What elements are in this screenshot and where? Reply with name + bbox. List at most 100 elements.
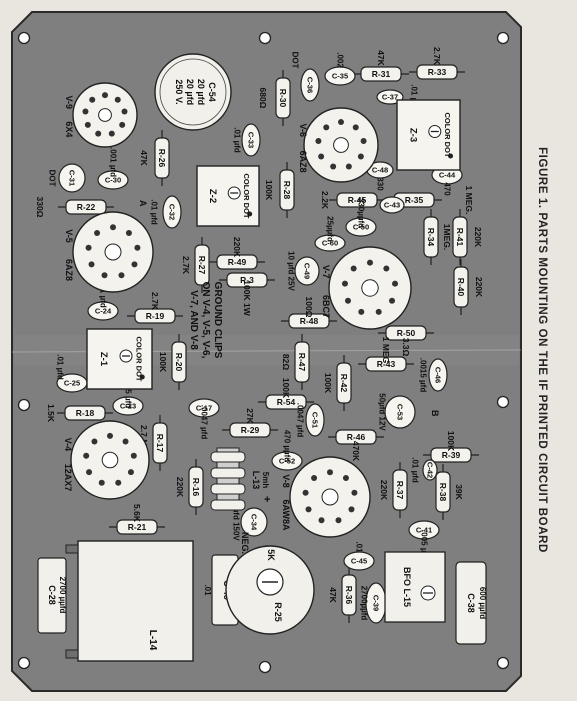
figure-caption: FIGURE 1. PARTS MOUNTING ON THE IF PRINT… <box>536 147 548 553</box>
resistor-name: R-34 <box>426 228 436 247</box>
tube-socket-v5: V-5 6AZ8 <box>64 211 154 293</box>
capacitor-c42: C-42.01 µfd <box>411 457 438 483</box>
capacitor-body <box>428 358 448 392</box>
capacitor-name: C-43 <box>384 201 400 210</box>
tube-pin <box>318 517 325 524</box>
resistor-name: R-27 <box>197 256 207 275</box>
capacitor-name: C-17 <box>196 404 212 413</box>
c54-name: C-54 <box>207 82 217 102</box>
tube-pin <box>392 280 399 287</box>
coil-l13: L-13 5mh <box>210 447 270 511</box>
mounting-hole <box>258 31 272 45</box>
capacitor-value: .01 <box>355 541 364 553</box>
capacitor-value: 330µµfd <box>357 198 366 228</box>
capacitor-c24: C-24.01 µfd <box>87 282 119 321</box>
resistor-value: 3.3Ω <box>401 338 411 357</box>
capacitor-value: 470 µµfd <box>283 430 292 462</box>
tube-pin <box>323 124 330 131</box>
capacitor-body <box>324 66 356 86</box>
tube-pin <box>82 108 89 115</box>
c28-value: .01 <box>203 584 212 596</box>
tube-pin <box>125 230 132 237</box>
resistor-body <box>226 272 268 288</box>
capacitor-value: .002 <box>336 52 345 68</box>
capacitor-value: .0015 µfd <box>419 358 428 393</box>
capacitor-value: .01 µfd <box>150 199 159 225</box>
resistor-body <box>416 64 458 80</box>
potentiometer-r25: R-25 5K <box>225 545 315 635</box>
coil-l15: BFO L-15 <box>384 551 446 623</box>
resistor-value: 2.2K <box>320 191 330 210</box>
resistor-value: 27K <box>245 408 255 424</box>
resistor-value: 2.7K <box>432 47 442 66</box>
c38-body <box>455 561 487 645</box>
resistor-name: R-3 <box>240 275 254 285</box>
c54-value-3: 250 V. <box>174 79 184 104</box>
resistor-name: R-19 <box>146 311 165 321</box>
transformer-can <box>86 328 153 390</box>
resistor-body <box>229 422 271 438</box>
color-dot-marker <box>139 374 145 380</box>
mounting-hole <box>258 660 272 674</box>
resistor-value: 47K <box>139 150 149 166</box>
tube-pin <box>98 479 105 486</box>
tube-center <box>101 451 119 469</box>
resistor-name: R-28 <box>282 181 292 200</box>
tube-pin <box>302 489 309 496</box>
tube-pin <box>119 121 126 128</box>
resistor-body <box>265 394 307 410</box>
capacitor-body <box>300 68 320 102</box>
tube-center <box>98 108 112 122</box>
r25-value: 5K <box>266 549 276 561</box>
tube-pin <box>91 438 98 445</box>
tube-pin <box>330 163 337 170</box>
capacitor-value: .005 µfd <box>420 530 429 560</box>
capacitor-value: .01 µfd <box>233 127 242 153</box>
tube-type: 6AZ8 <box>64 259 74 281</box>
capacitor-name: C-44 <box>439 171 456 180</box>
l13-label: L-13 <box>251 471 261 490</box>
resistor-name: R-22 <box>77 202 96 212</box>
tube-pin <box>115 479 122 486</box>
resistor-r43: R-431 MEG <box>358 337 414 372</box>
tube-pin <box>95 130 102 137</box>
tube-pin <box>341 280 348 287</box>
coil-l14: L-14 <box>65 540 194 662</box>
capacitor-body <box>314 234 346 252</box>
mounting-hole <box>496 656 510 670</box>
mounting-hole <box>17 31 31 45</box>
capacitor-body <box>294 256 320 286</box>
capacitor-value: .0047 µfd <box>296 403 305 438</box>
tube-name: V-8 <box>281 474 291 488</box>
ground-clips-line-2: ON V-4, V-5, V-6, <box>200 282 211 359</box>
resistor-body <box>336 362 352 404</box>
tube-pin <box>311 475 318 482</box>
tube-pin <box>383 265 390 272</box>
capacitor-value: .01 µfd <box>56 354 65 380</box>
resistor-name: R-16 <box>191 478 201 497</box>
capacitor-body <box>384 395 416 429</box>
resistor-name: R-21 <box>128 522 147 532</box>
resistor-value: 1.5K <box>46 404 56 423</box>
resistor-body <box>360 66 402 82</box>
l13-winding <box>210 499 246 511</box>
capacitor-value: DOT <box>291 52 300 69</box>
tube-pin <box>86 469 93 476</box>
capacitor-c17: C-17.0047 µfd <box>188 398 220 439</box>
l14-tab-top <box>65 544 79 554</box>
resistor-name: R-49 <box>228 257 247 267</box>
resistor-body <box>65 199 107 215</box>
capacitor-body <box>162 195 182 229</box>
tube-name: V-5 <box>64 229 74 243</box>
tube-center <box>321 488 339 506</box>
